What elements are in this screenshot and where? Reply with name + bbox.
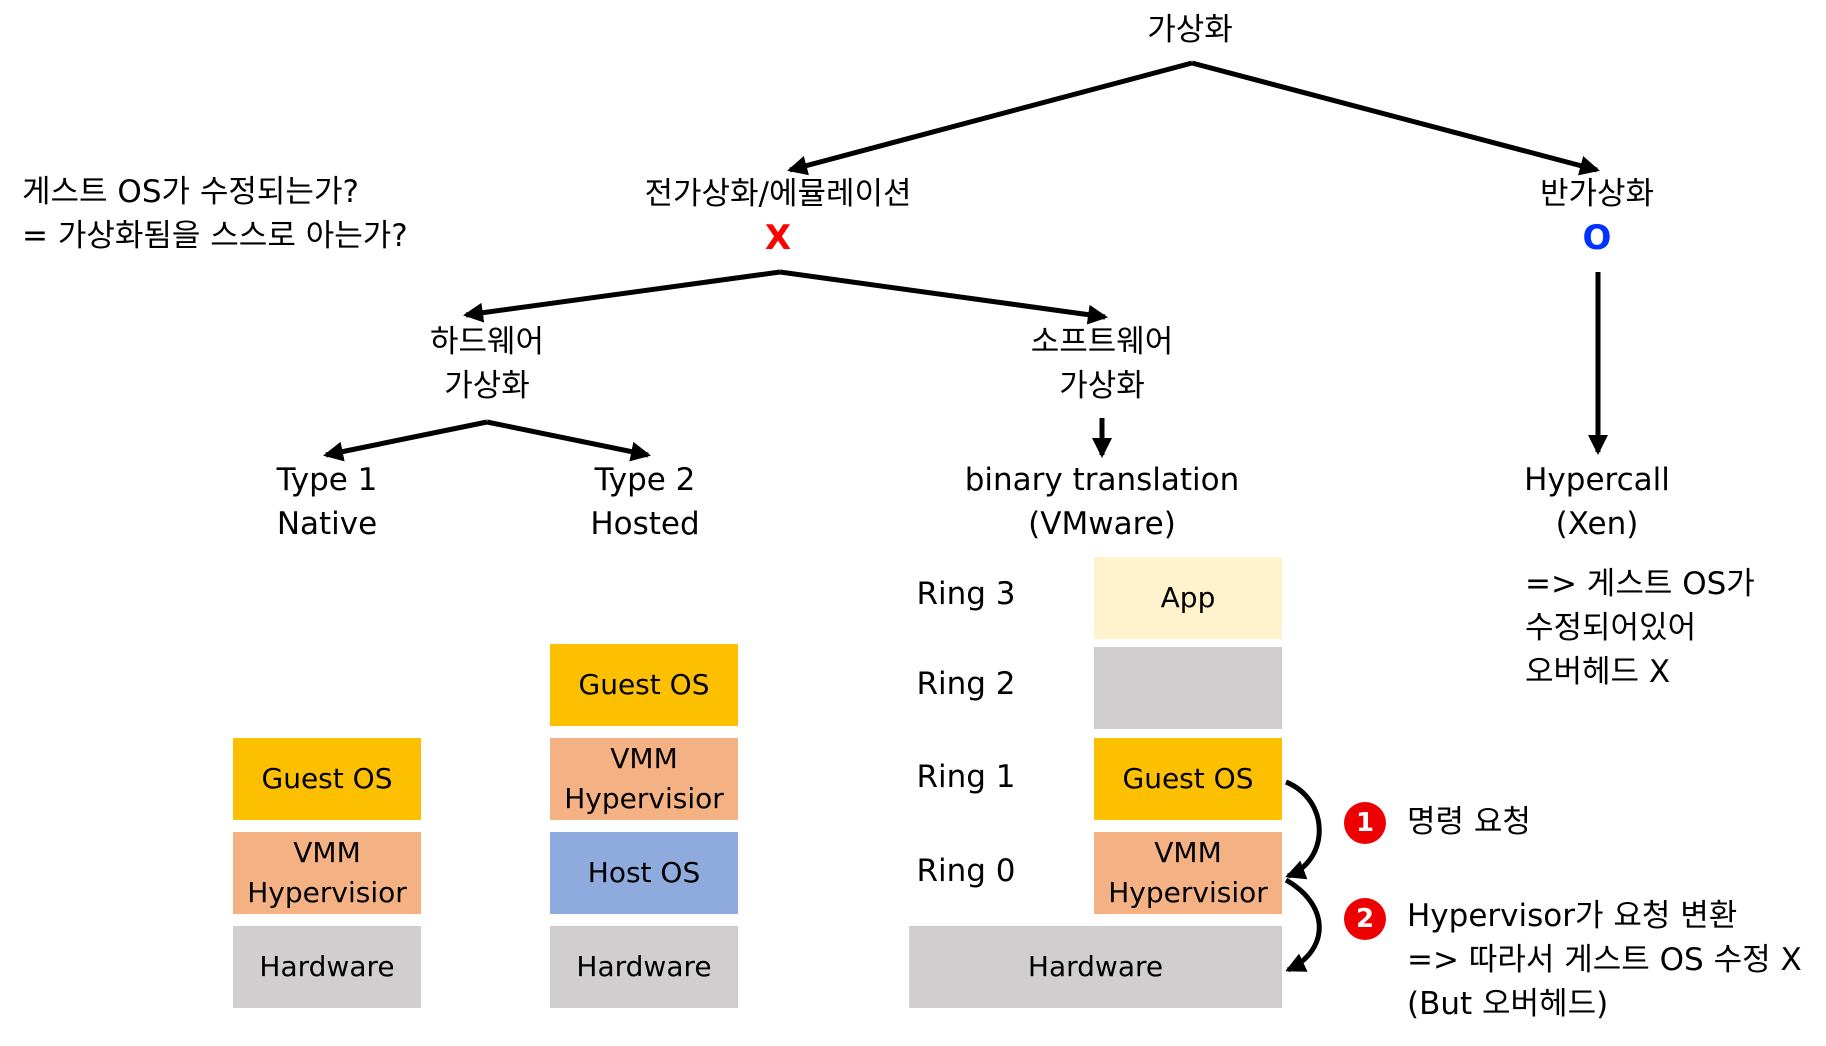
stack1-hardware: Hardware: [233, 926, 421, 1008]
question-line1: 게스트 OS가 수정되는가?: [22, 174, 359, 210]
binary-translation-line2: (VMware): [1028, 506, 1176, 542]
curve-arrow-step2: [1284, 877, 1322, 973]
step2-badge: 2: [1344, 898, 1386, 940]
stack2-vmm-line2: Hypervisior: [564, 782, 724, 815]
binary-translation-node: binary translation (VMware): [965, 458, 1240, 546]
root-node: 가상화: [1147, 8, 1233, 52]
binary-translation-line1: binary translation: [964, 462, 1240, 498]
stack2-hardware-label: Hardware: [576, 950, 712, 983]
stack2-host-os: Host OS: [550, 832, 738, 914]
stack3-guest-os-label: Guest OS: [1122, 762, 1254, 795]
step1-badge: 1: [1344, 802, 1386, 844]
type1-line1: Type 1: [276, 462, 378, 498]
ring0-label: Ring 0: [916, 853, 1016, 889]
stack3-hardware: Hardware: [909, 926, 1282, 1008]
para-note-line2: 수정되어있어: [1525, 610, 1697, 646]
sw-virtualization-node: 소프트웨어 가상화: [1031, 320, 1174, 408]
edge-full-sw: [779, 269, 1108, 325]
stack3-app: App: [1094, 557, 1282, 639]
question-text: 게스트 OS가 수정되는가? = 가상화됨을 스스로 아는가?: [22, 170, 408, 258]
sw-virtualization-line1: 소프트웨어: [1030, 324, 1174, 360]
stack3-vmm-line2: Hypervisior: [1108, 876, 1268, 909]
edge-full-hw: [463, 269, 781, 323]
edge-root-para: [1191, 60, 1600, 176]
stack1-guest-os-label: Guest OS: [261, 762, 393, 795]
root-label: 가상화: [1147, 12, 1233, 48]
hw-virtualization-node: 하드웨어 가상화: [430, 320, 544, 408]
stack2-vmm-line1: VMM: [610, 742, 678, 775]
para-note-line1: => 게스트 OS가: [1525, 566, 1755, 602]
stack2-host-os-label: Host OS: [587, 856, 701, 889]
edge-hw-type2: [486, 419, 651, 462]
step2-text: Hypervisor가 요청 변환 => 따라서 게스트 OS 수정 X (Bu…: [1407, 894, 1802, 1026]
hypercall-node: Hypercall (Xen): [1524, 458, 1670, 546]
stack3-app-label: App: [1160, 581, 1216, 614]
stack3-empty-ring2: [1094, 647, 1282, 729]
step2-line2: => 따라서 게스트 OS 수정 X: [1407, 942, 1802, 978]
sw-virtualization-line2: 가상화: [1059, 368, 1145, 404]
hypercall-line1: Hypercall: [1524, 462, 1670, 498]
step2-line1: Hypervisor가 요청 변환: [1407, 898, 1738, 934]
stack2-vmm: VMM Hypervisior: [550, 738, 738, 820]
type2-node: Type 2 Hosted: [590, 458, 699, 546]
step1-text: 명령 요청: [1407, 804, 1531, 840]
ring1-label: Ring 1: [916, 759, 1016, 795]
type1-line2: Native: [276, 506, 378, 542]
para-note: => 게스트 OS가 수정되어있어 오버헤드 X: [1525, 562, 1755, 694]
stack2-guest-os-label: Guest OS: [578, 668, 710, 701]
full-virtualization-node: 전가상화/에뮬레이션 X: [644, 172, 911, 260]
stack3-hardware-label: Hardware: [1027, 950, 1164, 983]
hypercall-line2: (Xen): [1555, 506, 1639, 542]
stack3-guest-os: Guest OS: [1094, 738, 1282, 820]
stack1-hardware-label: Hardware: [259, 950, 395, 983]
type2-line2: Hosted: [590, 506, 700, 542]
para-virtualization-label: 반가상화: [1539, 176, 1655, 212]
stack3-vmm: VMM Hypervisior: [1094, 832, 1282, 914]
type2-line1: Type 2: [594, 462, 696, 498]
stack1-vmm: VMM Hypervisior: [233, 832, 421, 914]
edge-root-full: [787, 60, 1193, 176]
stack2-guest-os: Guest OS: [550, 644, 738, 726]
para-virtualization-node: 반가상화 O: [1540, 172, 1654, 260]
hw-virtualization-line1: 하드웨어: [429, 324, 545, 360]
stack1-vmm-line2: Hypervisior: [247, 876, 407, 909]
stack3-vmm-line1: VMM: [1154, 836, 1222, 869]
para-note-line3: 오버헤드 X: [1525, 654, 1671, 690]
stack1-guest-os: Guest OS: [233, 738, 421, 820]
stack2-hardware: Hardware: [550, 926, 738, 1008]
curve-arrow-step1: [1284, 779, 1322, 880]
type1-node: Type 1 Native: [277, 458, 378, 546]
step2-line3: (But 오버헤드): [1407, 986, 1609, 1022]
stack1-vmm-line1: VMM: [293, 836, 361, 869]
question-line2: = 가상화됨을 스스로 아는가?: [22, 218, 408, 254]
hw-virtualization-line2: 가상화: [444, 368, 530, 404]
para-virtualization-mark: O: [1582, 218, 1612, 258]
ring3-label: Ring 3: [916, 576, 1016, 612]
edge-hw-type1: [323, 419, 488, 462]
full-virtualization-label: 전가상화/에뮬레이션: [644, 176, 912, 212]
ring2-label: Ring 2: [916, 666, 1016, 702]
full-virtualization-mark: X: [764, 218, 792, 258]
